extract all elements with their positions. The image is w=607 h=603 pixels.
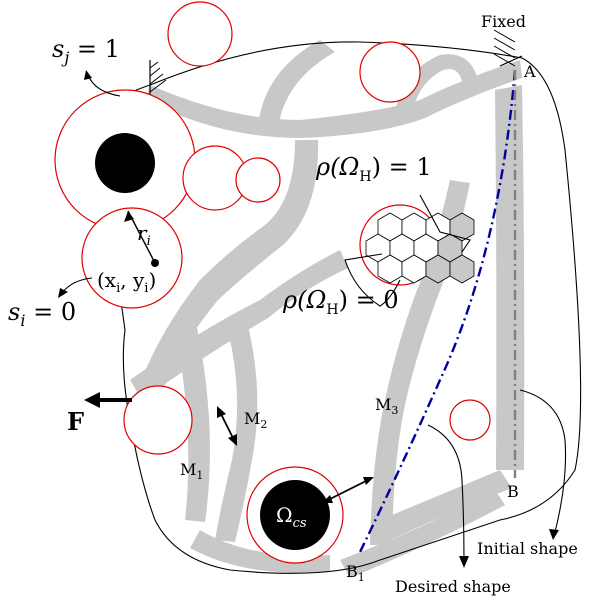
member-top-branch [145,60,522,138]
member-bottom-diagonal [380,470,512,540]
cut-circle-top [167,1,233,67]
initial-shape-label: Initial shape [477,539,578,558]
radius-line [127,210,156,264]
rho-one-pointer [419,194,471,253]
r-i-label: ri [137,221,151,249]
desired-shape-pointer [427,424,465,561]
member-arch-1 [258,40,335,128]
cut-circle-top-right [359,41,421,103]
desired-shape-label: Desired shape [395,577,511,596]
rho-one-label: ρ(ΩH) = 1 [315,153,432,185]
hole-omega-cs [260,480,330,550]
m2-arrowhead-bottom [228,434,237,446]
rho-zero-label: ρ(ΩH) = 0 [282,286,399,318]
force-label: F [67,407,84,436]
force-arrowhead [84,392,100,408]
s-j-arrowhead [84,70,92,80]
m2-label: M2 [244,409,267,431]
cut-circle-force [123,385,193,455]
point-a-label: A [523,62,536,81]
initial-shape-arrowhead [549,529,559,540]
structural-members [125,40,525,578]
m1-label: M1 [180,460,203,482]
s-i-label: si = 0 [8,298,76,330]
initial-shape-pointer [519,389,567,533]
radius-arrowhead [124,211,134,222]
point-b-label: B [507,482,519,501]
omega-arrowhead-right [363,477,374,485]
omega-arrowhead-left [322,495,333,503]
m3-label: M3 [375,395,398,417]
cut-circle-xy [81,207,183,309]
cut-circle-right-small [449,399,491,441]
member-right-vertical [495,85,525,470]
member-m2 [175,328,210,522]
s-i-arrowhead [58,288,68,298]
desired-shape-curve [358,69,517,553]
omega-distance-arrow [327,479,369,501]
fixed-support-right [493,29,523,67]
hexagon-mesh [365,212,475,284]
s-j-label: sj = 1 [52,35,120,67]
hole-large [95,133,155,193]
point-b1-label: B1 [346,562,365,584]
coordinate-label: (xi, yi) [97,268,156,296]
member-m2b [215,318,258,542]
m2-width-arrow [219,411,235,441]
member-arch-2 [395,54,478,118]
m2-arrowhead-top [217,406,226,418]
fixed-support-left [149,60,167,96]
omega-cs-label: Ωcs [276,503,307,531]
cut-circle-small [235,157,281,203]
fixed-label: Fixed [481,12,526,31]
rho-zero-pointer [344,253,401,307]
desired-shape-arrowhead [459,556,469,568]
